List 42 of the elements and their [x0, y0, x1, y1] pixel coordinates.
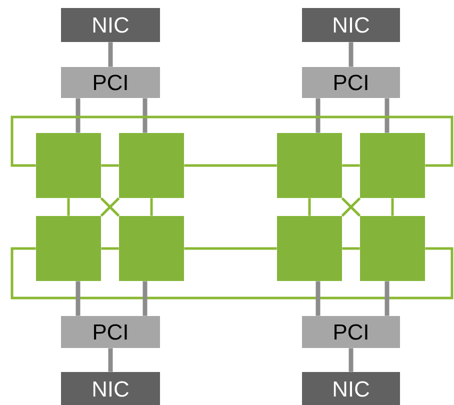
pci-box: PCI [302, 67, 400, 98]
processor-box [36, 216, 101, 281]
connector-line [76, 98, 80, 133]
connector-line [101, 247, 119, 250]
processor-box [277, 216, 342, 281]
processor-box [360, 216, 425, 281]
connector-line [10, 247, 454, 300]
connector-line [184, 164, 277, 167]
connector-line [142, 281, 148, 316]
processor-box [119, 133, 184, 198]
nic-box: NIC [61, 372, 160, 405]
connector-line [384, 281, 390, 316]
connector-line [150, 198, 153, 216]
connector-line [76, 281, 80, 316]
nic-box: NIC [302, 372, 400, 405]
pci-box: PCI [61, 67, 160, 98]
pci-box: PCI [61, 316, 160, 348]
nic-box: NIC [61, 8, 160, 42]
connector-line [101, 164, 119, 167]
connector-line [100, 197, 120, 217]
connector-line [341, 197, 361, 217]
connector-line [308, 198, 311, 216]
processor-box [119, 216, 184, 281]
connector-line [316, 98, 320, 133]
connector-line [384, 98, 390, 133]
connector-line [184, 247, 277, 250]
connector-line [108, 348, 113, 372]
connector-line [67, 198, 70, 216]
connector-line [142, 98, 148, 133]
connector-line [391, 198, 394, 216]
connector-line [342, 164, 360, 167]
connector-line [348, 42, 354, 67]
processor-box [36, 133, 101, 198]
pci-box: PCI [302, 316, 400, 348]
connector-line [348, 348, 354, 372]
nic-box: NIC [302, 8, 400, 42]
processor-box [277, 133, 342, 198]
connector-line [342, 247, 360, 250]
processor-box [360, 133, 425, 198]
connector-line [108, 42, 113, 67]
connector-line [10, 116, 454, 167]
connector-line [316, 281, 320, 316]
